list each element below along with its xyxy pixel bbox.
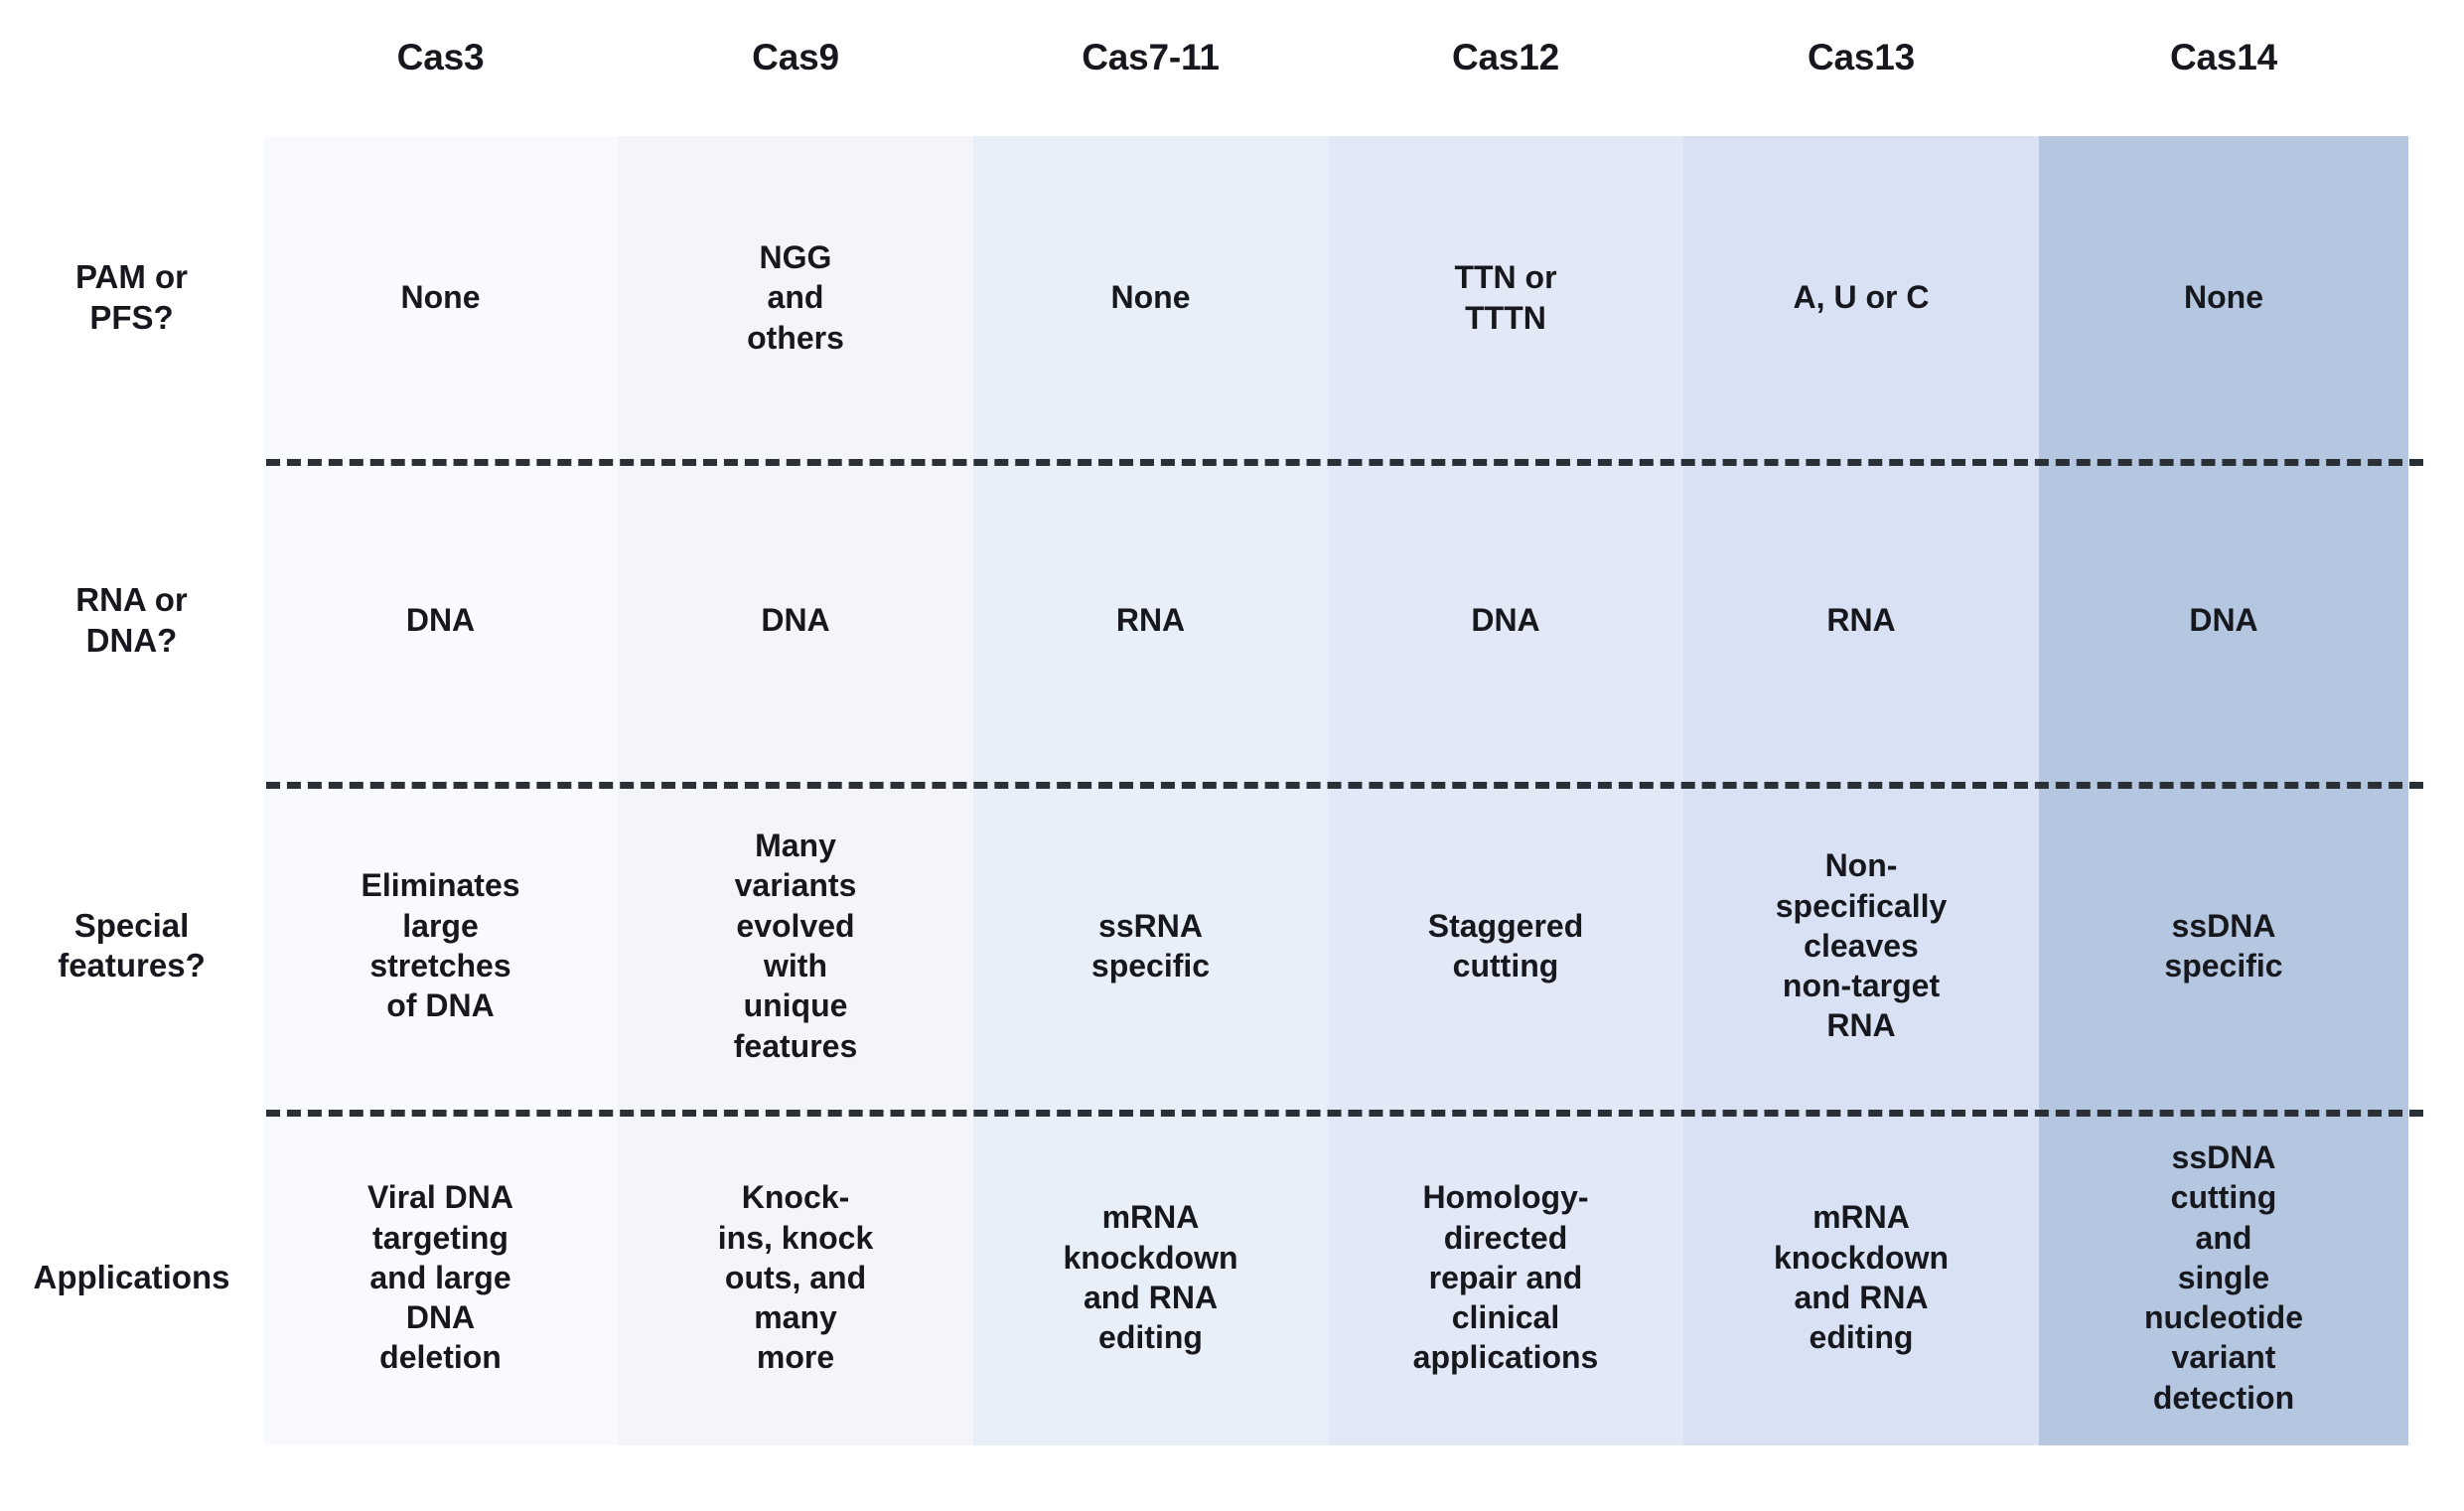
table-cell: RNA: [1826, 602, 1896, 639]
table-cell: NGG and others: [747, 239, 844, 356]
table-cell: None: [1110, 279, 1191, 316]
table-cell: DNA: [2189, 602, 2258, 639]
table-cell: Many variants evolved with unique featur…: [733, 828, 858, 1064]
row-separator-dashed: [266, 782, 2423, 789]
table-cell: DNA: [1471, 602, 1540, 639]
table-cell: mRNA knockdown and RNA editing: [1773, 1199, 1949, 1356]
column-header-cas13: Cas13: [1807, 36, 1916, 77]
row-separator-dashed: [266, 1110, 2423, 1117]
table-cell: ssRNA specific: [1090, 907, 1211, 983]
column-header-cas3: Cas3: [396, 36, 485, 77]
column-header-cas9: Cas9: [752, 36, 839, 77]
row-label-special-features: Special features?: [58, 906, 206, 983]
column-band-cas9: [618, 136, 973, 1445]
table-cell: Non- specifically cleaves non-target RNA: [1775, 847, 1948, 1044]
column-band-cas12: [1328, 136, 1683, 1445]
row-separator-dashed: [266, 459, 2423, 466]
table-cell: Staggered cutting: [1427, 907, 1584, 983]
table-cell: A, U or C: [1793, 279, 1930, 316]
table-cell: Homology- directed repair and clinical a…: [1412, 1179, 1599, 1376]
row-label-rna-or-dna: RNA or DNA?: [75, 581, 188, 659]
column-band-cas13: [1683, 136, 2039, 1445]
column-band-cas7-11: [973, 136, 1328, 1445]
table-cell: DNA: [761, 602, 830, 639]
column-band-cas14: [2039, 136, 2408, 1445]
column-header-cas12: Cas12: [1451, 36, 1560, 77]
table-cell: Eliminates large stretches of DNA: [361, 867, 520, 1024]
table-cell: Knock- ins, knock outs, and many more: [717, 1179, 874, 1376]
table-cell: ssDNA specific: [2164, 907, 2283, 983]
table-cell: mRNA knockdown and RNA editing: [1063, 1199, 1238, 1356]
table-cell: Viral DNA targeting and large DNA deleti…: [366, 1179, 513, 1376]
row-label-applications: Applications: [33, 1258, 230, 1295]
column-header-cas14: Cas14: [2169, 36, 2278, 77]
table-cell: ssDNA cutting and single nucleotide vari…: [2143, 1138, 2303, 1416]
column-header-cas7-11: Cas7-11: [1082, 36, 1220, 77]
table-cell: None: [2184, 279, 2263, 316]
table-cell: None: [400, 279, 481, 316]
column-band-cas3: [263, 136, 618, 1445]
table-cell: RNA: [1115, 602, 1186, 639]
table-cell: TTN or TTTN: [1454, 259, 1557, 336]
table-cell: DNA: [405, 602, 476, 639]
row-label-pam-or-pfs: PAM or PFS?: [74, 258, 189, 336]
